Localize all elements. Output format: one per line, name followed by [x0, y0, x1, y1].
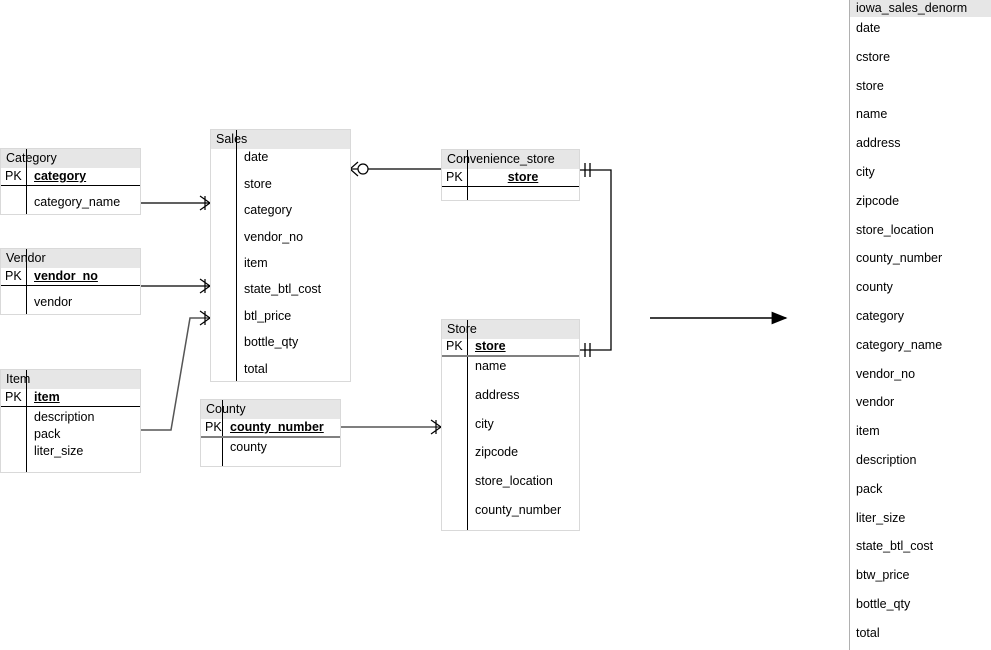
entity-title-category: Category [1, 149, 140, 168]
pk-underline [1, 185, 140, 186]
denorm-column-item: county_number [856, 251, 943, 266]
denorm-column-item: name [856, 107, 888, 122]
denorm-column-item: liter_size [856, 510, 906, 525]
pk-divider [467, 320, 468, 530]
denorm-column-item: category_name [856, 337, 943, 352]
attribute-name: county [230, 440, 267, 454]
entity-body-item: PK item description pack liter_size [1, 370, 140, 472]
pk-divider [26, 249, 27, 314]
attribute-name: store [244, 177, 272, 191]
primary-key-attribute: store [507, 170, 539, 184]
entity-title-sales: Sales [211, 130, 350, 149]
denorm-column-item: category [856, 309, 904, 323]
pk-underline [201, 436, 340, 438]
denorm-column-item: address [856, 136, 901, 151]
attribute-name: item [244, 256, 268, 270]
pk-divider [467, 150, 468, 200]
connector-sales-convenience-store [349, 161, 441, 177]
attribute-name: description [34, 410, 95, 424]
denorm-column-item: store [856, 78, 884, 93]
entity-body-store: PK store name address city zipcode store_locat… [442, 320, 579, 530]
attribute-name: liter_size [34, 444, 84, 458]
attribute-name: vendor [34, 295, 73, 309]
denorm-column-item: btw_price [856, 568, 910, 583]
attribute-name: store_location [475, 474, 553, 488]
pk-label: PK [5, 169, 22, 183]
entity-title-item: Item [1, 370, 140, 389]
pk-label: PK [205, 420, 222, 434]
pk-divider [236, 130, 237, 381]
attribute-name: address [475, 388, 520, 402]
entity-title-vendor: Vendor [1, 249, 140, 268]
pk-underline [1, 285, 140, 286]
denorm-column-item: total [856, 625, 880, 640]
attribute-name: vendor_no [244, 230, 304, 244]
pk-label: PK [5, 390, 22, 404]
attribute-name: category_name [34, 195, 121, 209]
entity-title-convenience_store: Convenience_store [442, 150, 579, 169]
denorm-table-panel[interactable]: iowa_sales_denorm date cstore store name add… [849, 0, 991, 650]
pk-divider [26, 149, 27, 214]
entity-title-county: County [201, 400, 340, 419]
denorm-column-item: date [856, 21, 881, 35]
entity-title-store: Store [442, 320, 579, 339]
pk-label: PK [446, 170, 463, 184]
attribute-name: btl_price [244, 309, 292, 323]
pk-underline [442, 186, 579, 187]
denorm-column-item: store_location [856, 222, 934, 237]
denorm-column-item: vendor_no [856, 366, 916, 381]
denorm-column-item: bottle_qty [856, 597, 911, 611]
denorm-column-item: item [856, 424, 880, 439]
denorm-column-item: cstore [856, 49, 891, 64]
primary-key-attribute: vendor_no [34, 269, 98, 283]
connector-convenience-store-store [580, 163, 612, 357]
denorm-column-item: state_btl_cost [856, 539, 934, 554]
pk-underline [1, 406, 140, 407]
denorm-column-item: description [856, 453, 917, 467]
attribute-name: zipcode [475, 445, 519, 459]
denorm-column-item: county [856, 280, 893, 295]
primary-key-attribute: county_number [230, 420, 324, 434]
connector-county-store [341, 419, 443, 435]
denorm-column-item: vendor [856, 395, 895, 410]
attribute-name: name [475, 359, 507, 373]
attribute-name: county_number [475, 503, 562, 517]
attribute-name: bottle_qty [244, 335, 299, 349]
pk-underline [442, 355, 579, 357]
primary-key-attribute: item [34, 390, 60, 404]
connector-category-sales [141, 195, 212, 211]
entity-body-category: PK category category_name [1, 149, 140, 214]
pk-label: PK [5, 269, 22, 283]
attribute-name: category [244, 203, 292, 217]
attribute-name: city [475, 417, 494, 431]
attribute-name: date [244, 150, 269, 164]
pk-divider [222, 400, 223, 466]
entity-body-convenience_store: PK store [442, 150, 579, 200]
primary-key-attribute: category [34, 169, 87, 183]
pk-label: PK [446, 339, 463, 353]
denorm-column-item: pack [856, 481, 883, 496]
pk-divider [26, 370, 27, 472]
attribute-name: pack [34, 427, 61, 441]
primary-key-attribute: store [475, 339, 506, 353]
attribute-name: total [244, 362, 268, 376]
denorm-column-item: city [856, 165, 875, 179]
attribute-name: state_btl_cost [244, 282, 322, 296]
denorm-column-item: zipcode [856, 193, 900, 208]
denorm-table-title: iowa_sales_denorm [850, 0, 991, 17]
